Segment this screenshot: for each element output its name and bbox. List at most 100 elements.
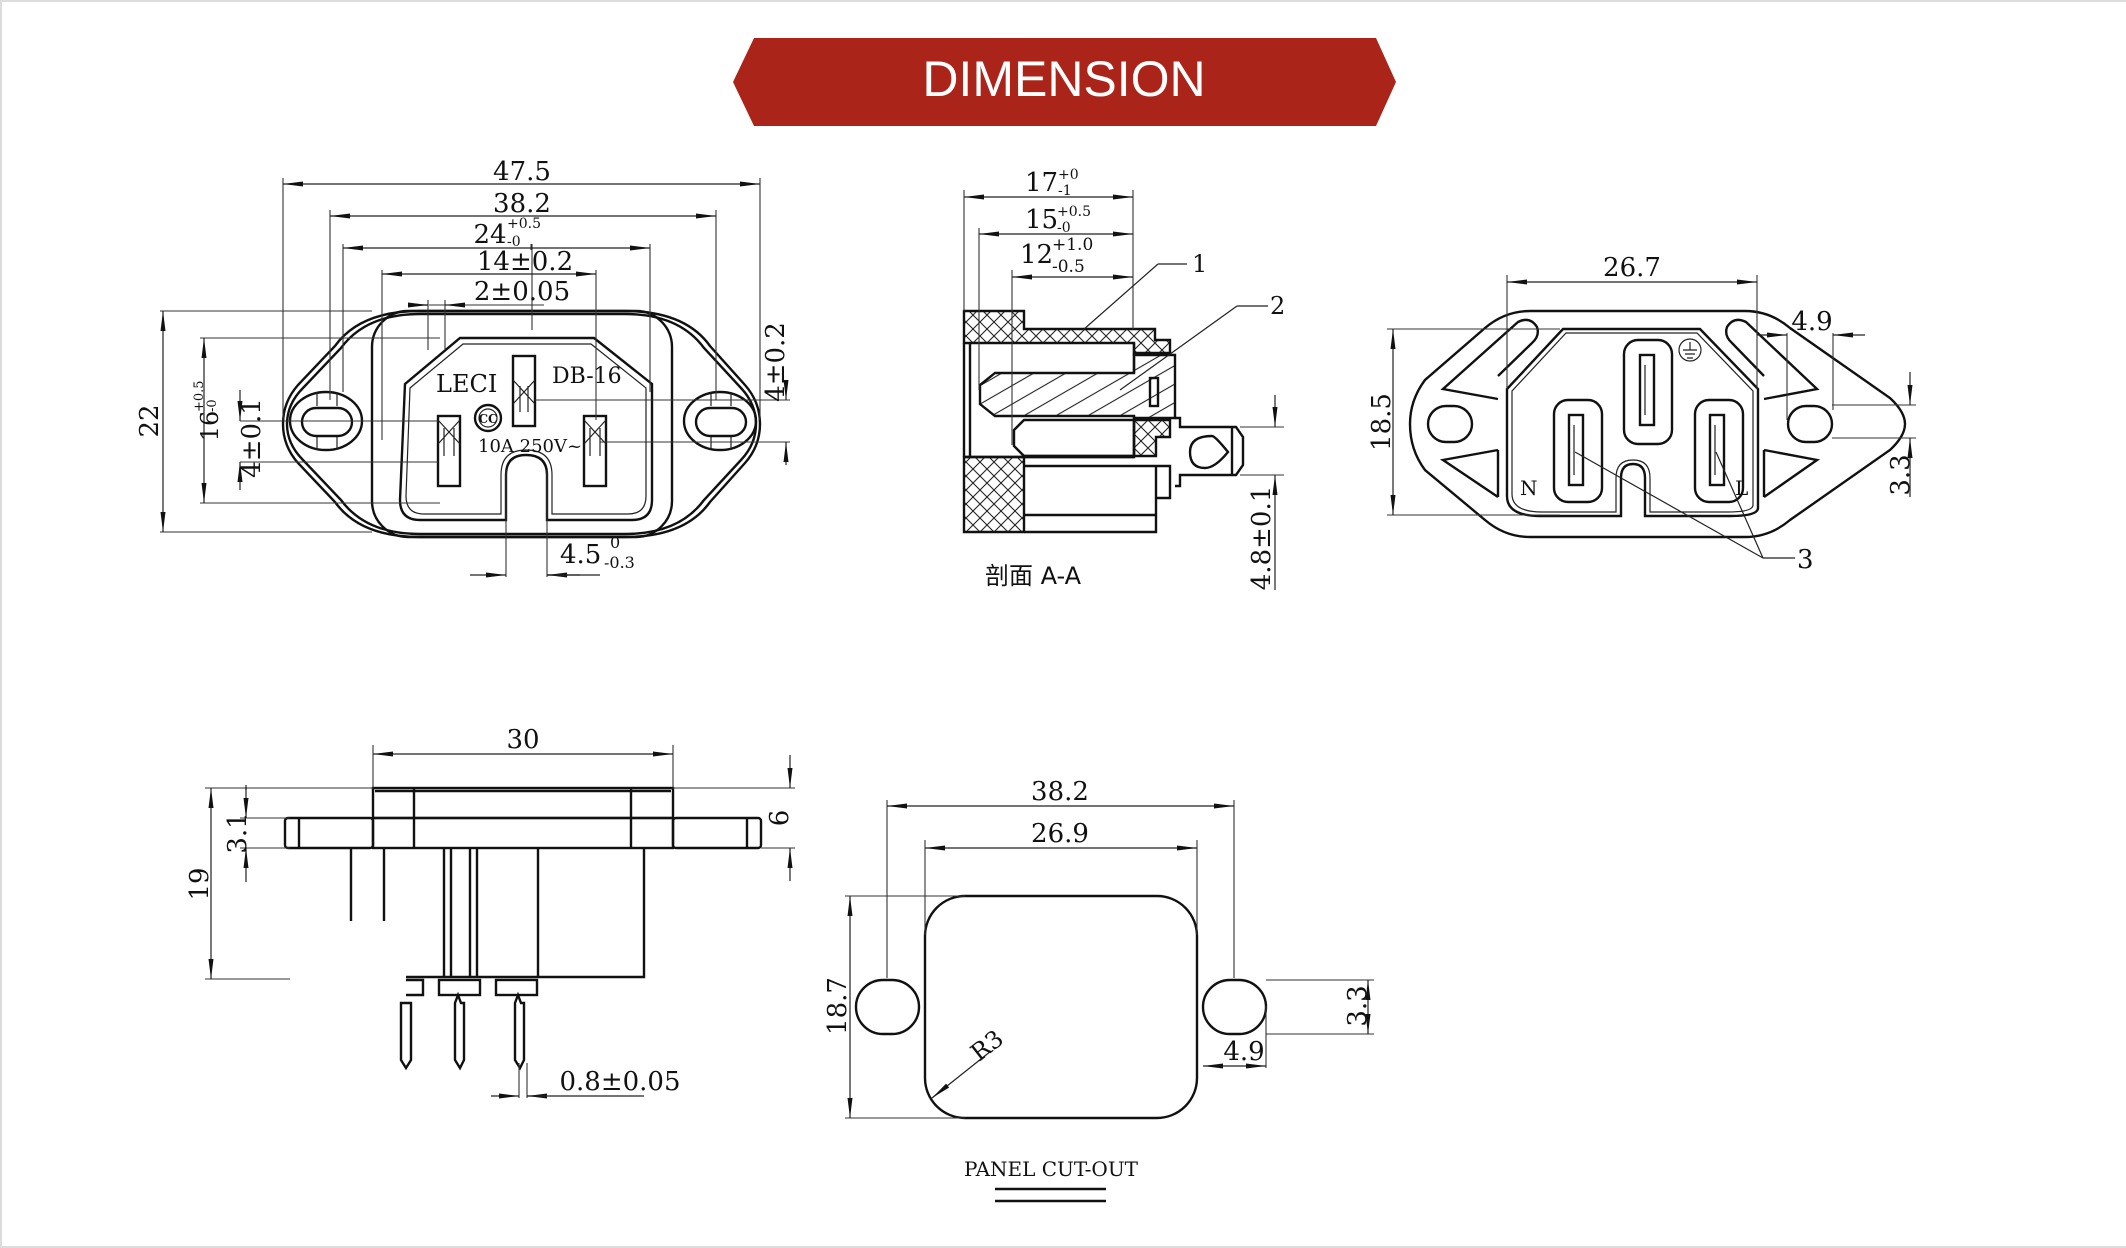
dim-slot-width-upper: 0 [610, 533, 620, 552]
dim-cutout-hole-pitch: 38.2 [1031, 777, 1089, 807]
cutout-hole-left [854, 978, 921, 1036]
dim-cutout-hole-width: 4.9 [1223, 1037, 1264, 1067]
section-view: 17 +0 -1 15 +0.5 -0 12 +1.0 -0.5 4.8±0.1… [962, 167, 1285, 590]
rear-rib-left [1439, 318, 1540, 498]
side-view: 30 19 3.1 6 0.8±0.05 [185, 725, 795, 1099]
dim-pin-width-right: 4±0.2 [761, 322, 791, 402]
banner-title: DIMENSION [922, 51, 1205, 107]
dim-earth-pin-width: 2±0.05 [474, 277, 570, 307]
cutout-dimensions: 38.2 26.9 18.7 R3 3.3 4.9 [823, 777, 1374, 1119]
dim-rear-hole-width: 4.9 [1791, 307, 1832, 337]
rear-view: N L 3 26.7 18.5 4.9 3.3 [1367, 253, 1916, 575]
dim-body-width-lower: -0 [507, 234, 521, 250]
rear-body [1505, 327, 1760, 518]
dim-side-body-width: 30 [506, 725, 539, 755]
cutout-hole-right [1201, 978, 1268, 1036]
lower-bore [1012, 418, 1136, 458]
dim-mid-depth: 15 [1025, 205, 1058, 235]
dim-cutout-height: 18.7 [823, 977, 853, 1035]
callout-1: 1 [1082, 250, 1207, 331]
rear-neutral-pin [1552, 398, 1604, 504]
dim-total-depth: 17 [1025, 168, 1058, 198]
mounting-hole-left [288, 390, 364, 452]
side-pin-right [494, 978, 539, 1071]
dim-side-overall-height: 19 [185, 867, 215, 900]
mounting-hole-right [682, 390, 758, 452]
side-pin-left [399, 978, 425, 1071]
dim-inner-height: 16 +0.5 -0 [192, 380, 224, 441]
flange-outline-inner [285, 312, 758, 536]
panel-cutout-view: 38.2 26.9 18.7 R3 3.3 4.9 PANEL CUT-OUT [823, 777, 1374, 1203]
side-pin-middle [437, 978, 482, 1071]
dim-body-width: 24 [473, 220, 506, 250]
rear-rib-right [1724, 318, 1821, 498]
dim-cutout-width: 26.9 [1031, 819, 1089, 849]
dim-total-depth-upper: +0 [1058, 167, 1079, 183]
rear-live-pin [1693, 398, 1745, 504]
live-pin-slot [582, 414, 608, 488]
neutral-pin-slot [436, 414, 462, 488]
svg-text:3: 3 [1797, 545, 1814, 575]
dim-inner-depth: 12 [1020, 240, 1053, 270]
housing-lower-body [1024, 464, 1172, 534]
side-dimensions: 30 19 3.1 6 0.8±0.05 [185, 725, 795, 1099]
side-front-body [371, 786, 675, 820]
svg-text:16: 16 [196, 411, 224, 442]
front-view: CC LECI DB-16 10A 250V~ 47.5 38.2 24 +0.… [135, 157, 791, 578]
housing-section-top [962, 309, 1172, 356]
rear-flange-outline [1408, 309, 1907, 539]
dim-corner-radius: R3 [965, 1024, 1009, 1067]
pin-contact-section [978, 353, 1177, 420]
rear-earth-pin [1622, 338, 1674, 446]
dim-hole-pitch: 38.2 [493, 189, 551, 219]
svg-text:CC: CC [478, 412, 497, 426]
dim-pin-spacing: 14±0.2 [477, 247, 573, 277]
svg-text:+0.5: +0.5 [192, 380, 207, 412]
rear-body-inner [1511, 332, 1754, 513]
model-label: DB-16 [552, 364, 622, 389]
banner-shape [733, 38, 1396, 126]
side-rear-body [406, 848, 646, 979]
dim-total-depth-lower: -1 [1058, 183, 1072, 199]
panel-cutout-caption: PANEL CUT-OUT [964, 1157, 1139, 1181]
rear-hole-right [1786, 404, 1834, 444]
title-banner: DIMENSION [733, 38, 1396, 126]
dim-cutout-hole-height: 3.3 [1343, 985, 1373, 1026]
dim-flange-thickness: 3.1 [223, 812, 253, 853]
body-outer [370, 309, 674, 539]
terminal-tab [1175, 416, 1245, 488]
section-dimensions: 17 +0 -1 15 +0.5 -0 12 +1.0 -0.5 4.8±0.1 [963, 167, 1284, 590]
pin-clip [1148, 376, 1160, 408]
front-dimensions: 47.5 38.2 24 +0.5 -0 14±0.2 2±0.05 [135, 157, 791, 578]
svg-text:-0: -0 [205, 399, 220, 412]
rear-dimensions: 26.7 18.5 4.9 3.3 [1367, 253, 1916, 516]
dim-pin-thickness: 0.8±0.05 [559, 1067, 680, 1097]
terminal-hole [1188, 434, 1230, 470]
dim-inner-depth-lower: -0.5 [1052, 257, 1085, 277]
earth-pin-slot [511, 354, 537, 428]
dim-overall-width: 47.5 [493, 157, 551, 187]
rating-label: 10A 250V~ [478, 436, 582, 457]
dim-rear-hole-height: 3.3 [1886, 454, 1916, 495]
dim-rear-body-width: 26.7 [1603, 253, 1661, 283]
section-caption: 剖面 A-A [985, 562, 1082, 590]
dim-slot-width-lower: -0.3 [604, 553, 635, 572]
svg-text:2: 2 [1270, 292, 1285, 320]
dim-inner-depth-upper: +1.0 [1052, 235, 1093, 255]
rear-hole-left [1426, 404, 1474, 444]
dim-overall-height: 22 [135, 404, 165, 437]
svg-text:1: 1 [1192, 250, 1207, 278]
brand-label: LECI [436, 370, 497, 398]
dim-body-width-upper: +0.5 [507, 216, 541, 232]
socket-recess-inner [405, 343, 647, 515]
callout-2: 2 [1119, 292, 1285, 391]
ccc-mark-icon: CC [473, 403, 503, 433]
live-label: L [1735, 476, 1748, 500]
neutral-label: N [1520, 476, 1538, 500]
dim-front-height: 6 [765, 810, 795, 827]
dim-rear-body-height: 18.5 [1367, 393, 1397, 451]
dim-slot-width: 4.5 [560, 540, 601, 570]
callout-3: 3 [1574, 451, 1814, 575]
